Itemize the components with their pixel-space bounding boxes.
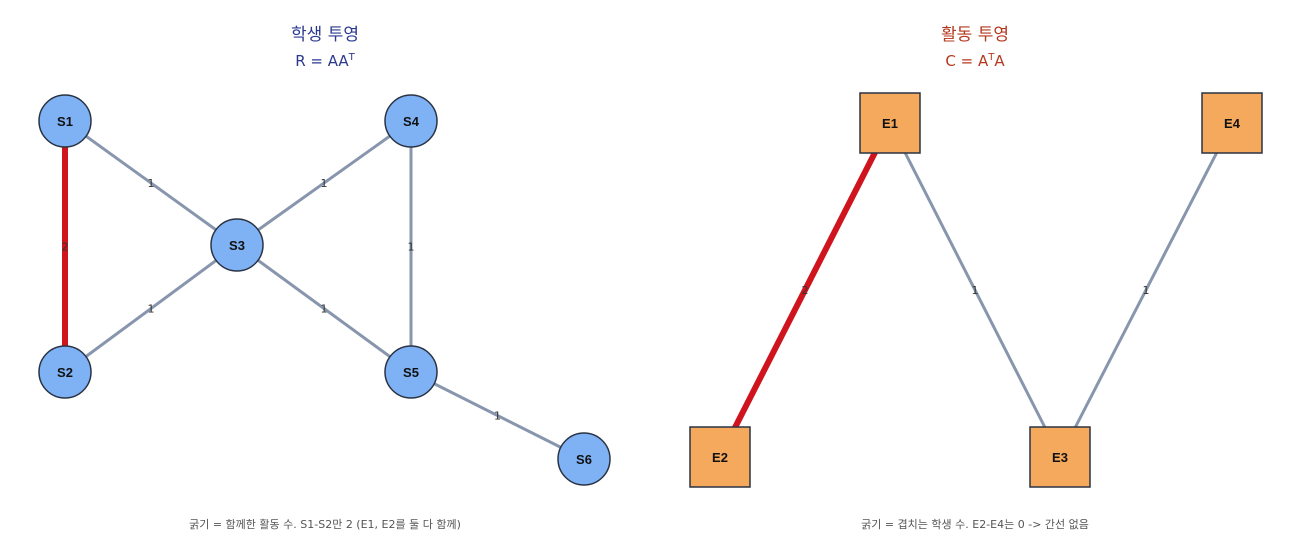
node-S4 (384, 94, 438, 148)
node-label-S2: S2 (57, 365, 73, 380)
edge-E1-E3 (888, 122, 1062, 458)
node-label-E3: E3 (1052, 450, 1068, 465)
node-S3 (210, 218, 264, 272)
node-E2 (689, 426, 751, 488)
formula-transpose: T (348, 52, 355, 63)
node-S6 (557, 432, 611, 486)
edge-weight-label-S4-S5: 1 (408, 241, 415, 254)
node-label-S1: S1 (57, 114, 73, 129)
edge-weight-label-S1-S2: 2 (62, 241, 69, 254)
node-E1 (859, 92, 921, 154)
activity-projection-caption: 굵기 = 겹치는 학생 수. E2-E4는 0 -> 간선 없음 (861, 518, 1089, 531)
edge-weight-label-E1-E3: 1 (972, 284, 979, 297)
node-label-S4: S4 (403, 114, 420, 129)
edges (717, 121, 1234, 459)
activity-projection-formula: C = ATA (650, 52, 1300, 70)
student-projection-formula: R = AAT (0, 52, 650, 70)
edge-weight-label-S2-S3: 1 (148, 303, 155, 316)
edge-labels: 2 1 1 1 1 1 1 (62, 177, 502, 423)
edge-S1-S3 (64, 119, 238, 247)
edge-S3-S5 (236, 243, 412, 374)
activity-projection-title: 활동 투영 (941, 25, 1009, 45)
edge-weight-label-E1-E2: 2 (802, 284, 809, 297)
edge-weight-label-S3-S4: 1 (321, 177, 328, 190)
edge-weight-label-S3-S5: 1 (321, 303, 328, 316)
formula-post: A (994, 52, 1005, 70)
edge-S3-S4 (236, 119, 412, 247)
formula-transpose: T (988, 52, 995, 63)
edges (62, 119, 585, 461)
node-label-S5: S5 (403, 365, 419, 380)
edge-weight-label-S5-S6: 1 (494, 410, 501, 423)
edge-S2-S3 (64, 243, 238, 374)
student-projection-title: 학생 투영 (291, 25, 359, 45)
node-label-E2: E2 (712, 450, 728, 465)
edge-E3-E4 (1058, 122, 1234, 458)
edge-weight-label-S1-S3: 1 (148, 177, 155, 190)
formula-pre: C = A (945, 52, 989, 70)
edge-S5-S6 (410, 370, 585, 461)
edge-E1-E2 (717, 121, 893, 459)
node-label-E1: E1 (882, 116, 898, 131)
node-E4 (1201, 92, 1263, 154)
node-S1 (38, 94, 92, 148)
node-label-S3: S3 (229, 238, 245, 253)
node-E3 (1029, 426, 1091, 488)
student-projection-caption: 굵기 = 함께한 활동 수. S1-S2만 2 (E1, E2를 둘 다 함께) (189, 518, 461, 531)
node-S2 (38, 345, 92, 399)
node-label-E4: E4 (1224, 116, 1241, 131)
formula-base: R = AA (295, 52, 349, 70)
node-label-S6: S6 (576, 452, 592, 467)
edge-labels: 2 1 1 (802, 284, 1150, 297)
edge-weight-label-E3-E4: 1 (1143, 284, 1150, 297)
node-S5 (384, 345, 438, 399)
